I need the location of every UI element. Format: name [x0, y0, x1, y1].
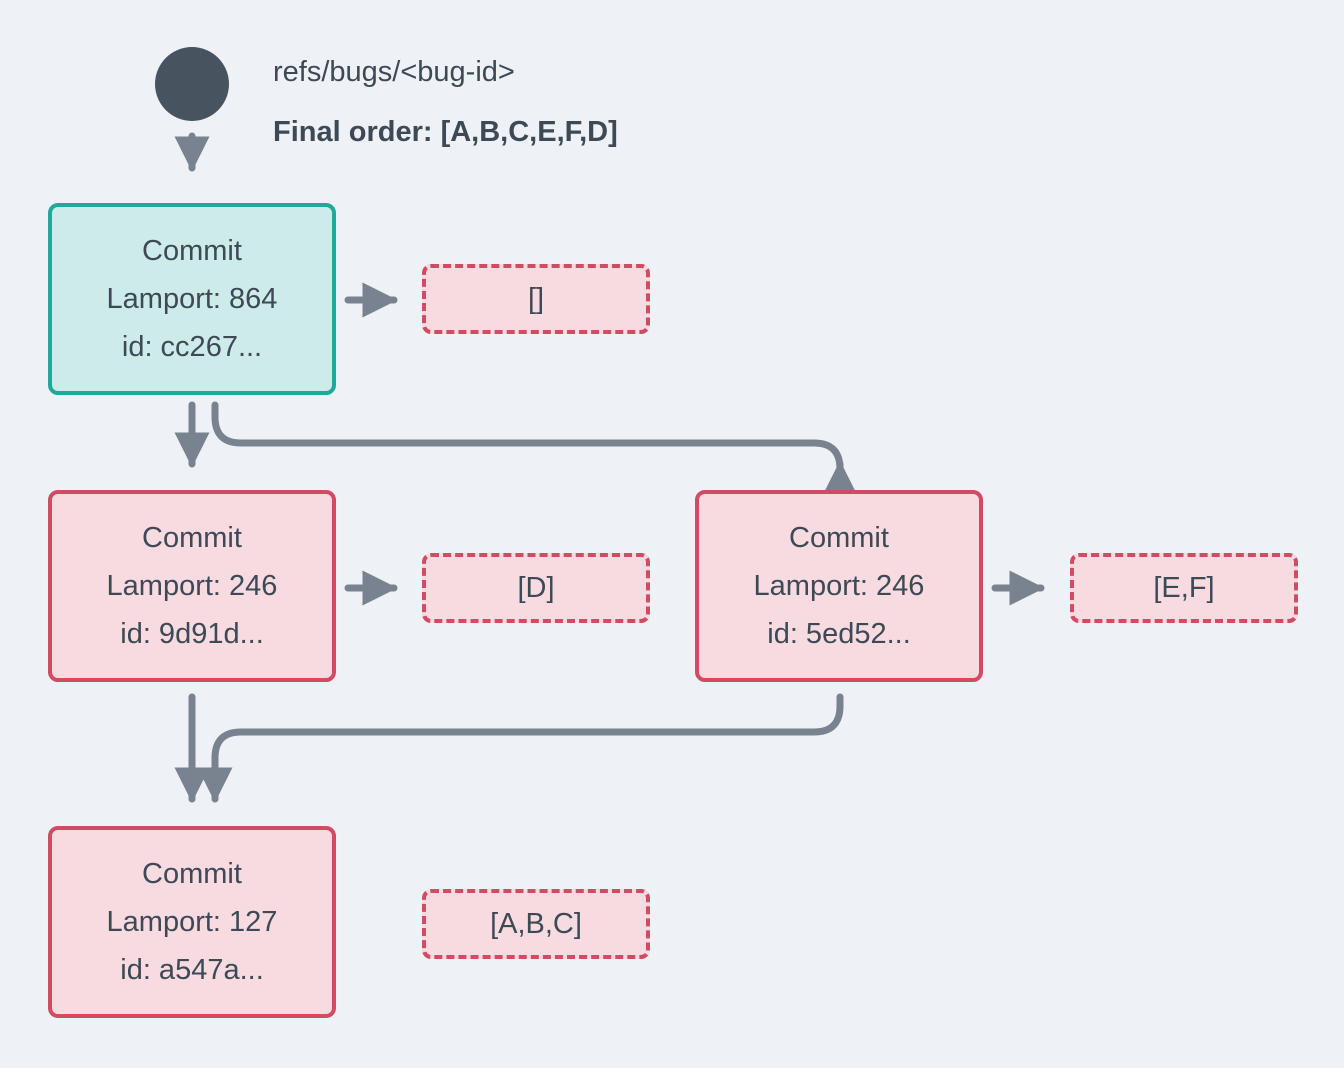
- commit-title: Commit: [142, 858, 242, 890]
- operations-box-ef: [E,F]: [1070, 553, 1298, 623]
- operations-box-d: [D]: [422, 553, 650, 623]
- edge-commit2-to-commit3-arrow: [197, 693, 844, 803]
- operations-box-abc: [A,B,C]: [422, 889, 650, 959]
- commit-lamport: Lamport: 246: [753, 570, 925, 602]
- commit-node-bottom: Commit Lamport: 127 id: a547a...: [48, 826, 336, 1018]
- ref-name-label: refs/bugs/<bug-id>: [273, 56, 515, 88]
- commit-lamport: Lamport: 246: [106, 570, 278, 602]
- commit-lamport: Lamport: 127: [106, 906, 278, 938]
- commit-node-right: Commit Lamport: 246 id: 5ed52...: [695, 490, 983, 682]
- commit-id: id: 9d91d...: [120, 618, 264, 650]
- commit-title: Commit: [142, 522, 242, 554]
- operations-box-empty: []: [422, 264, 650, 334]
- commit-id: id: 5ed52...: [767, 618, 911, 650]
- final-order-label: Final order: [A,B,C,E,F,D]: [273, 116, 618, 148]
- edge-commit0-to-commit2-arrow: [211, 401, 858, 496]
- commit-node-left: Commit Lamport: 246 id: 9d91d...: [48, 490, 336, 682]
- commit-id: id: a547a...: [120, 954, 264, 986]
- commit-lamport: Lamport: 864: [106, 283, 278, 315]
- commit-title: Commit: [789, 522, 889, 554]
- commit-node-head: Commit Lamport: 864 id: cc267...: [48, 203, 336, 395]
- commit-title: Commit: [142, 235, 242, 267]
- commit-id: id: cc267...: [121, 331, 263, 363]
- ref-node-circle: [155, 47, 229, 121]
